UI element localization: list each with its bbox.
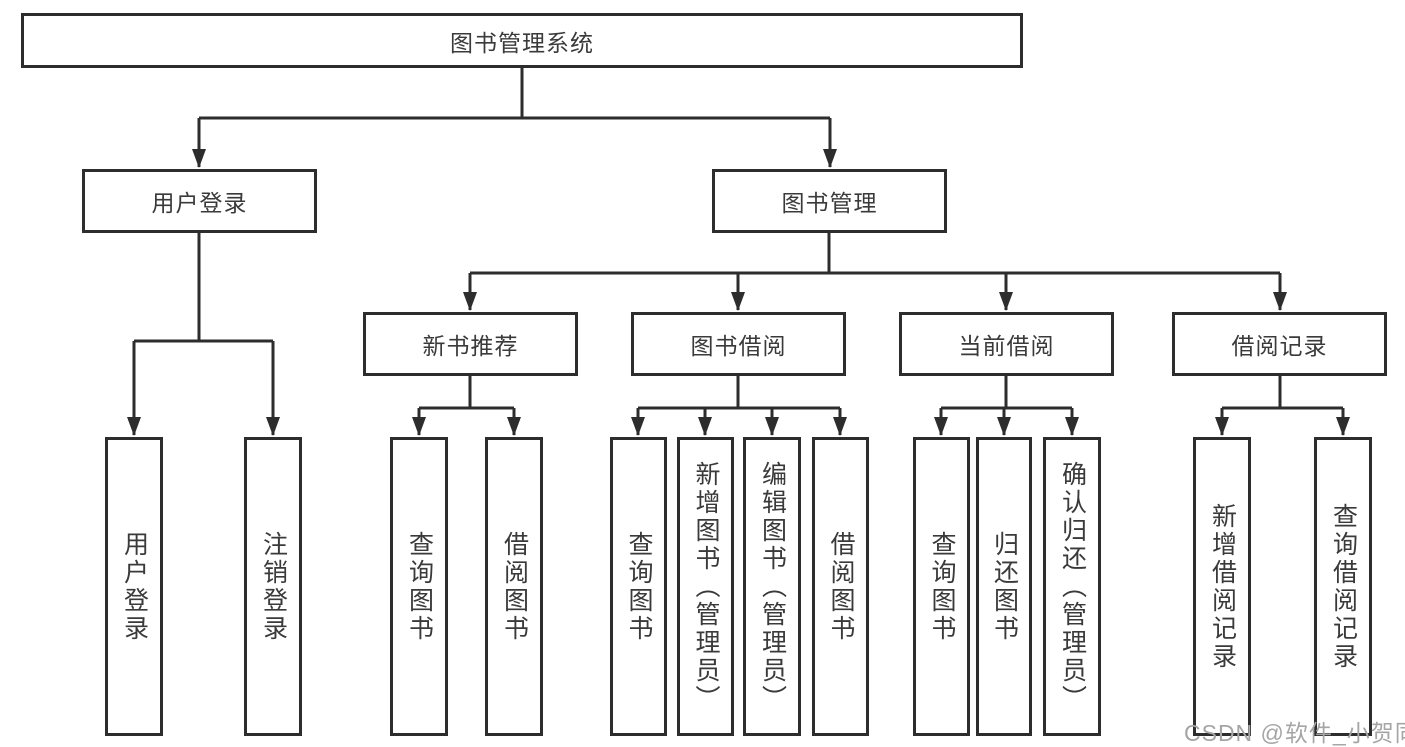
leaf-edit-books-admin: 编辑图书（管理员） (743, 437, 801, 736)
leaf-logout: 注销登录 (244, 437, 302, 736)
leaf-return-books-label: 归还图书 (990, 530, 1019, 643)
leaf-logout-label: 注销登录 (259, 530, 288, 643)
leaf-add-books-admin-label: 新增图书（管理员） (692, 460, 720, 713)
connector-root-to-level2 (192, 68, 837, 168)
connector-borrow-records-to-leaves (1215, 376, 1350, 436)
leaf-query-books-borrow: 查询图书 (610, 437, 667, 736)
leaf-borrow-books-label: 借阅图书 (827, 530, 855, 643)
node-user-login: 用户登录 (82, 169, 317, 233)
leaf-return-books: 归还图书 (976, 437, 1032, 736)
leaf-query-borrow-record: 查询借阅记录 (1314, 437, 1372, 736)
node-new-book-recommend: 新书推荐 (363, 312, 578, 376)
leaf-query-books-borrow-label: 查询图书 (625, 530, 653, 643)
leaf-confirm-return-admin-label: 确认归还（管理员） (1058, 460, 1087, 713)
node-current-borrow-label: 当前借阅 (958, 333, 1055, 359)
node-book-management: 图书管理 (712, 169, 947, 233)
leaf-confirm-return-admin: 确认归还（管理员） (1043, 437, 1101, 736)
leaf-query-books-current-label: 查询图书 (928, 530, 956, 643)
leaf-borrow-books-recommend: 借阅图书 (485, 437, 543, 736)
node-root-label: 图书管理系统 (450, 29, 594, 56)
leaf-add-borrow-record: 新增借阅记录 (1193, 437, 1251, 736)
leaf-user-login: 用户登录 (105, 437, 163, 736)
leaf-edit-books-admin-label: 编辑图书（管理员） (758, 460, 787, 713)
node-book-management-label: 图书管理 (781, 190, 878, 216)
node-book-borrow-label: 图书借阅 (690, 333, 787, 359)
leaf-query-books-recommend-label: 查询图书 (405, 530, 434, 643)
leaf-query-books-current: 查询图书 (913, 437, 970, 736)
node-new-book-recommend-label: 新书推荐 (422, 333, 519, 359)
leaf-user-login-label: 用户登录 (120, 530, 149, 643)
node-root: 图书管理系统 (21, 13, 1023, 68)
connector-book-borrow-to-leaves (631, 376, 847, 436)
leaf-borrow-books-recommend-label: 借阅图书 (500, 530, 529, 643)
connector-user-login-to-leaves (127, 233, 280, 436)
connector-new-book-recommend-to-leaves (412, 376, 521, 436)
connector-current-borrow-to-leaves (934, 376, 1079, 436)
leaf-query-borrow-record-label: 查询借阅记录 (1329, 502, 1358, 671)
connector-book-mgmt-to-level3 (463, 233, 1287, 311)
leaf-add-borrow-record-label: 新增借阅记录 (1208, 502, 1237, 671)
node-borrow-records: 借阅记录 (1172, 312, 1387, 376)
node-current-borrow: 当前借阅 (899, 312, 1114, 376)
leaf-query-books-recommend: 查询图书 (390, 437, 448, 736)
leaf-add-books-admin: 新增图书（管理员） (677, 437, 734, 736)
node-book-borrow: 图书借阅 (631, 312, 846, 376)
node-user-login-label: 用户登录 (151, 190, 248, 216)
leaf-borrow-books: 借阅图书 (812, 437, 869, 736)
csdn-watermark: CSDN @软件_小贺同学 (1184, 720, 1405, 746)
node-borrow-records-label: 借阅记录 (1231, 333, 1328, 359)
